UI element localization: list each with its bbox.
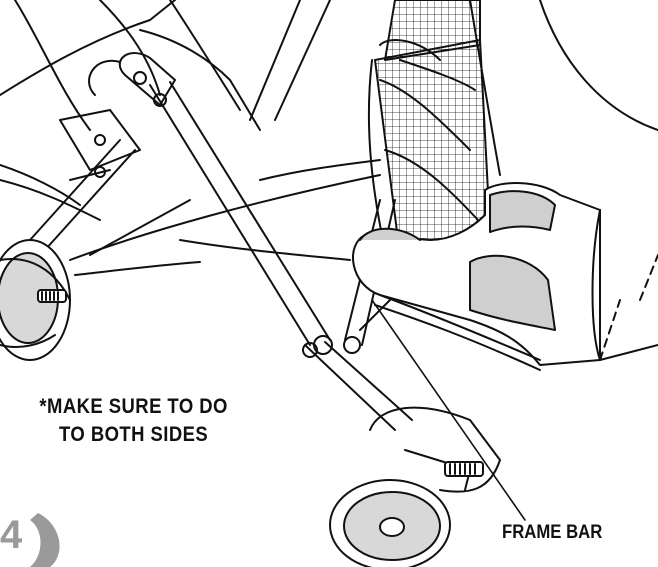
pant-leg [469,0,658,361]
front-wheel [329,406,501,567]
rear-wheel-left [0,239,71,361]
rear-leg [29,139,136,251]
step-badge-icon [30,513,60,567]
instruction-note-line-2: TO BOTH SIDES [59,423,209,446]
step-number: 4 [0,513,23,557]
hinge-bracket [59,52,176,181]
instruction-note-line-1: *MAKE SURE TO DO [39,395,228,418]
callout-leader-line [371,299,526,521]
seat-fabric [0,0,331,221]
frame-bar-label: FRAME BAR [502,522,603,543]
foot-icon [352,182,601,371]
instruction-note: *MAKE SURE TO DO TO BOTH SIDES [28,393,239,449]
front-leg [149,81,413,431]
frame-crossbars [69,159,381,276]
checkered-fabric [367,0,491,256]
